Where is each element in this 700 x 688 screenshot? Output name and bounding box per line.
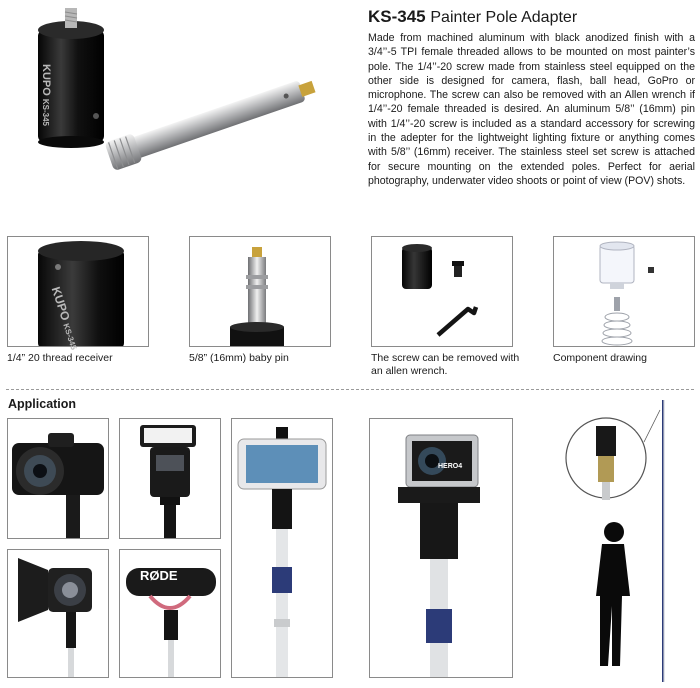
application-title: Application [8, 397, 77, 411]
application-flash-photo [119, 418, 221, 539]
detail-component-drawing [553, 236, 695, 347]
gopro-label: HERO4 [438, 463, 463, 470]
mic-brand-label: RØDE [140, 568, 178, 583]
product-name: Painter Pole Adapter [430, 9, 578, 26]
application-smartphone-photo [231, 418, 333, 678]
detail-thread-receiver-photo [7, 236, 149, 347]
application-extended-pole-illustration [560, 396, 698, 684]
application-light-photo [7, 549, 109, 678]
hero-product-photo [8, 4, 348, 204]
product-title: KS-345 Painter Pole Adapter [368, 7, 577, 27]
detail-caption-allen-wrench: The screw can be removed with an allen w… [371, 352, 520, 377]
application-camera-photo [7, 418, 109, 539]
product-description: Made from machined aluminum with black a… [368, 32, 695, 187]
detail-baby-pin-photo [189, 236, 331, 347]
section-divider [6, 389, 694, 390]
detail-allen-wrench-photo [371, 236, 513, 347]
detail-caption-thread-receiver: 1/4” 20 thread receiver [7, 352, 113, 364]
engraving-model: KS-345 [41, 98, 50, 126]
application-microphone-photo [119, 549, 221, 678]
hero-engraving: KUPO KS-345 [40, 64, 52, 126]
application-gopro-photo [369, 418, 513, 678]
detail-caption-baby-pin: 5/8” (16mm) baby pin [189, 352, 289, 364]
product-model: KS-345 [368, 7, 426, 26]
engraving-brand: KUPO [40, 64, 52, 96]
detail-caption-component-drawing: Component drawing [553, 352, 647, 364]
